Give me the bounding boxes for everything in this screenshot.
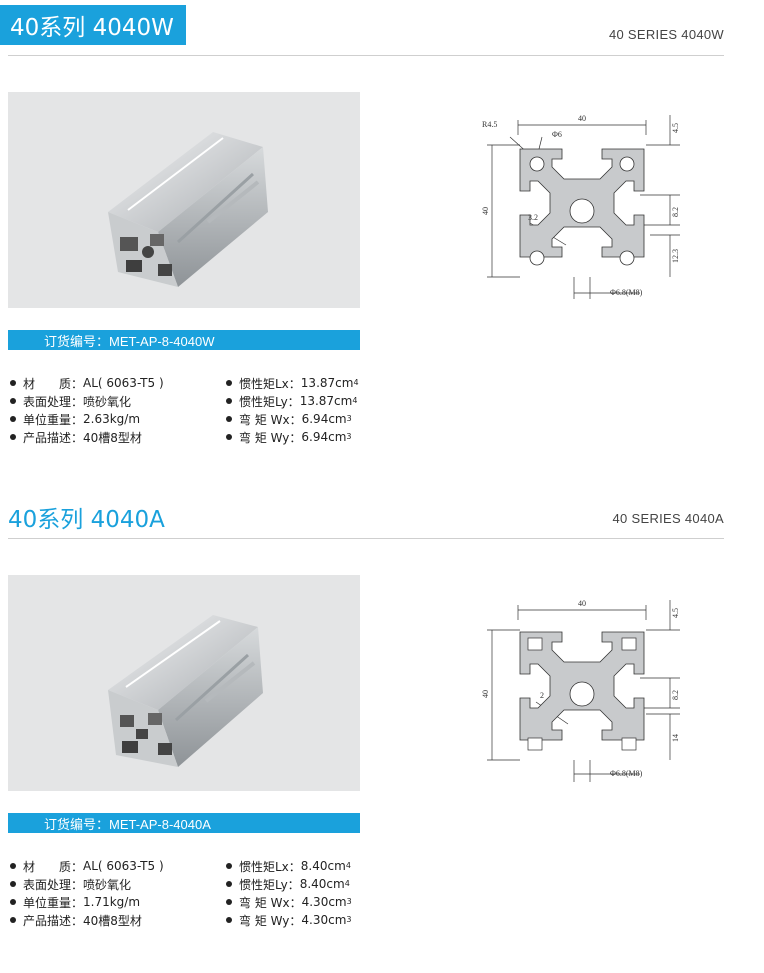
dim-radius: R4.5	[482, 120, 497, 129]
dim-top: 40	[578, 114, 586, 123]
dim-left: 40	[481, 207, 490, 215]
spec-surface: 表面处理：喷砂氧化	[10, 875, 164, 893]
profile-drawing: 40 40 4.5 8.2 14 2 Φ6.8(M8)	[470, 590, 710, 794]
dim-right-mid: 8.2	[671, 207, 680, 217]
bullet-icon	[226, 863, 232, 869]
series-label: 40 SERIES 4040A	[612, 511, 724, 526]
dim-bottom: Φ6.8(M8)	[610, 769, 643, 778]
spec-material: 材 质：AL( 6063-T5 )	[10, 857, 164, 875]
bullet-icon	[10, 899, 16, 905]
bullet-icon	[226, 899, 232, 905]
spec-material: 材 质：AL( 6063-T5 )	[10, 374, 164, 392]
profile-drawing: 40 R4.5 Φ6 40 4.5 8.2 12.3 3.2 Φ6.8(M8)	[470, 105, 710, 309]
dim-left: 40	[481, 690, 490, 698]
product-section-4040a: 40系列 4040A 40 SERIES 4040A	[0, 490, 764, 960]
dim-right-bot: 12.3	[671, 249, 680, 263]
product-photo	[8, 92, 360, 308]
divider	[8, 538, 724, 539]
bullet-icon	[226, 416, 232, 422]
bullet-icon	[226, 380, 232, 386]
bullet-icon	[10, 416, 16, 422]
specs-left: 材 质：AL( 6063-T5 ) 表面处理：喷砂氧化 单位重量：2.63kg/…	[10, 374, 164, 446]
dim-right-mid: 8.2	[671, 690, 680, 700]
bullet-icon	[10, 434, 16, 440]
spec-weight: 单位重量：1.71kg/m	[10, 893, 164, 911]
bullet-icon	[226, 434, 232, 440]
product-section-4040w: 40系列 4040W 40 SERIES 4040W	[0, 0, 764, 470]
dim-right-top: 4.5	[671, 608, 680, 618]
dim-right-bot: 14	[671, 734, 680, 742]
spec-description: 产品描述：40槽8型材	[10, 428, 164, 446]
bullet-icon	[10, 863, 16, 869]
specs-left: 材 质：AL( 6063-T5 ) 表面处理：喷砂氧化 单位重量：1.71kg/…	[10, 857, 164, 929]
divider	[8, 55, 724, 56]
spec-description: 产品描述：40槽8型材	[10, 911, 164, 929]
series-label: 40 SERIES 4040W	[608, 27, 724, 42]
bullet-icon	[226, 398, 232, 404]
section-title-bar: 40系列 4040W	[0, 4, 186, 46]
bullet-icon	[10, 881, 16, 887]
order-number-bar: 订货编号：MET-AP-8-4040W	[8, 330, 360, 350]
bullet-icon	[10, 398, 16, 404]
product-photo	[8, 575, 360, 791]
dim-inner: 2	[540, 691, 544, 700]
section-title: 40系列 4040W	[0, 5, 186, 45]
section-title: 40系列 4040A	[8, 507, 165, 533]
dim-right-top: 4.5	[671, 123, 680, 133]
bullet-icon	[10, 917, 16, 923]
dim-top: 40	[578, 599, 586, 608]
bullet-icon	[226, 881, 232, 887]
dim-bottom: Φ6.8(M8)	[610, 288, 643, 297]
order-number-bar: 订货编号：MET-AP-8-4040A	[8, 813, 360, 833]
dim-phi: Φ6	[552, 130, 562, 139]
dim-inner: 3.2	[528, 213, 538, 222]
bullet-icon	[10, 380, 16, 386]
bullet-icon	[226, 917, 232, 923]
section-title-bar: 40系列 4040A	[0, 496, 177, 538]
spec-surface: 表面处理：喷砂氧化	[10, 392, 164, 410]
spec-weight: 单位重量：2.63kg/m	[10, 410, 164, 428]
